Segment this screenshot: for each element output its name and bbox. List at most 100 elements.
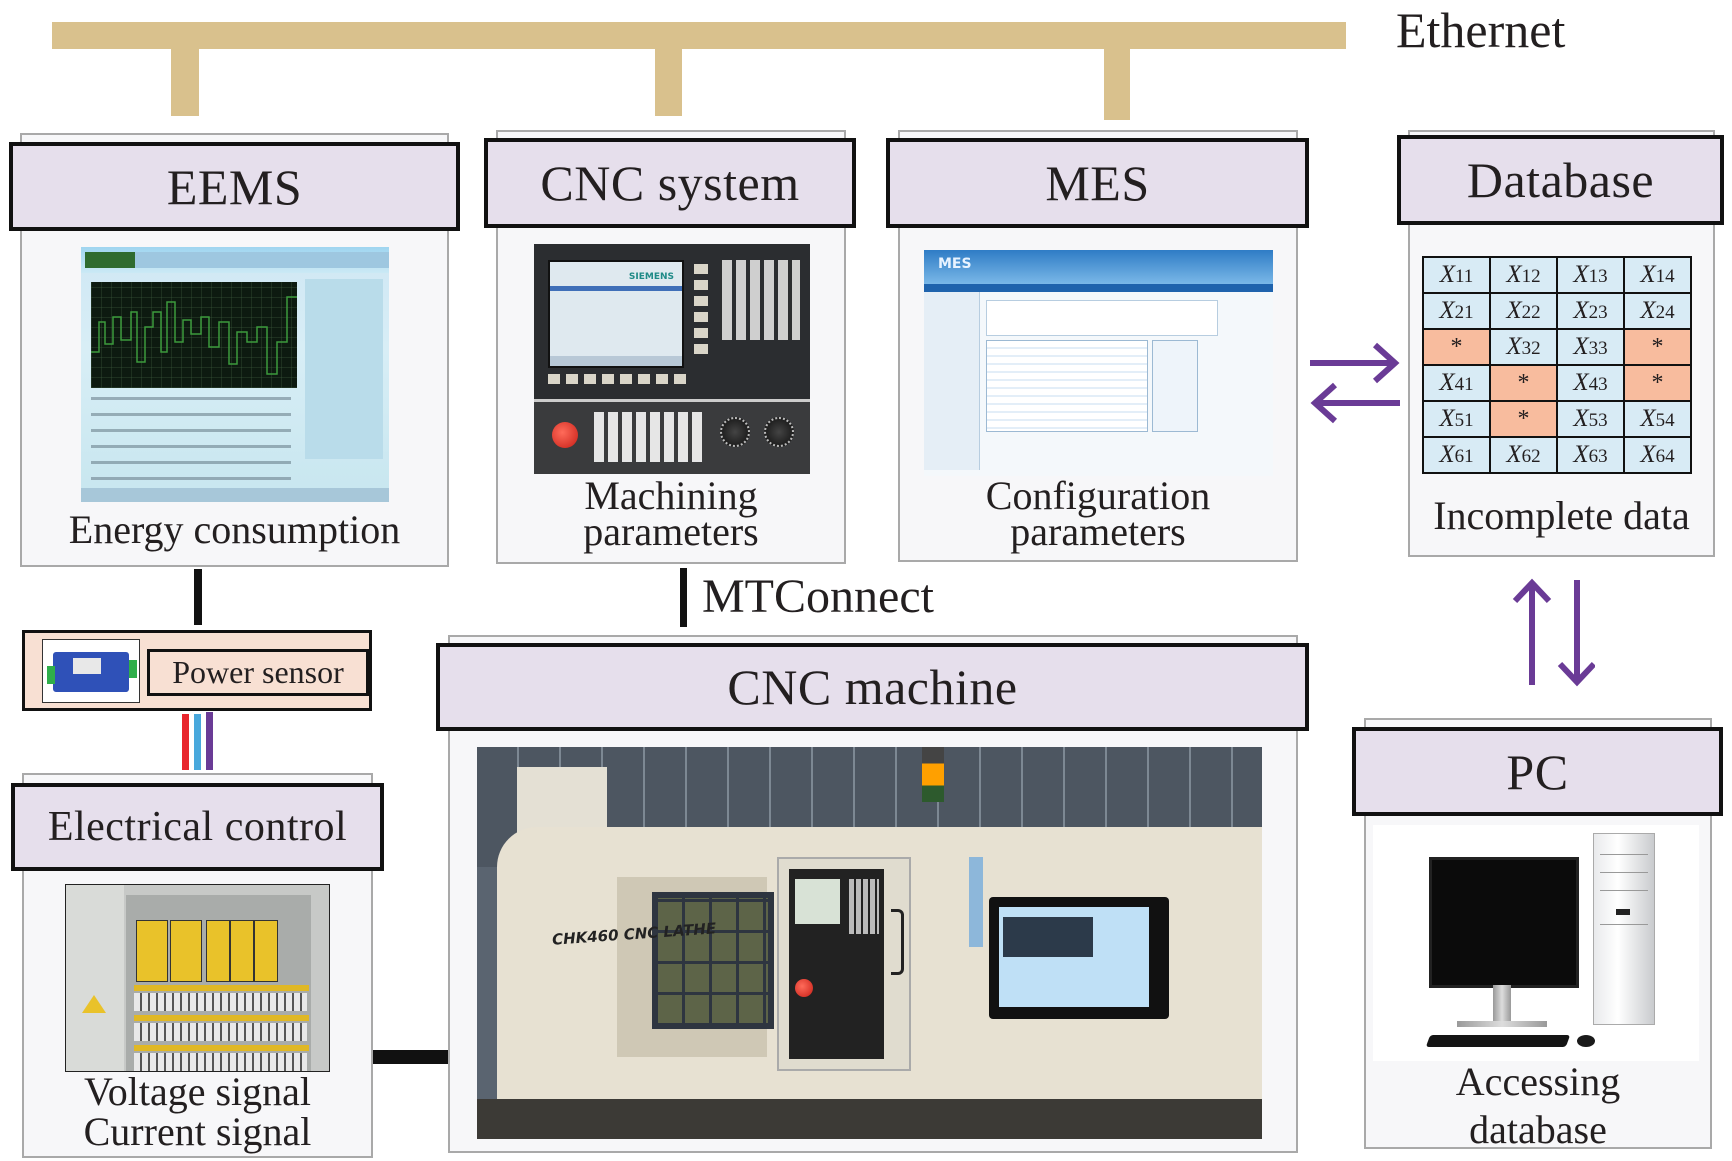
cnc-brand-text: SIEMENS (628, 272, 674, 282)
mes-caption-line-1: Configuration (985, 473, 1211, 518)
pc-header: PC (1352, 727, 1723, 816)
pc-keyboard (1425, 1035, 1571, 1047)
data-cell: X43 (1556, 364, 1625, 402)
ethernet-stem-mes (1104, 48, 1130, 120)
pc-mouse (1577, 1035, 1595, 1047)
data-cell: X23 (1556, 292, 1625, 330)
data-cell: X22 (1489, 292, 1558, 330)
pc-tower (1593, 833, 1655, 1025)
data-cell: X41 (1422, 364, 1491, 402)
data-cell: X53 (1556, 400, 1625, 438)
emergency-stop-icon (552, 422, 578, 448)
missing-data-cell: * (1489, 364, 1558, 402)
data-cell: X21 (1422, 292, 1491, 330)
machine-control-panel (777, 857, 911, 1071)
data-cell: X61 (1422, 436, 1491, 474)
electrical-control-caption-line-2: Current signal (83, 1109, 312, 1154)
cnc-system-header: CNC system (484, 138, 856, 228)
wire-blue (194, 714, 201, 770)
cnc-control-screen: SIEMENS (548, 260, 684, 368)
data-cell: X51 (1422, 400, 1491, 438)
database-caption: Incomplete data (1433, 493, 1690, 538)
eems-screenshot (81, 247, 389, 502)
missing-data-cell: * (1422, 328, 1491, 366)
electrical-cabinet-photo (65, 884, 330, 1072)
power-sensor-device-image (42, 639, 140, 703)
machine-door-window (652, 892, 774, 1029)
data-cell: X64 (1623, 436, 1692, 474)
pc-caption-line-2: database (1469, 1107, 1607, 1152)
electrical-control-header: Electrical control (11, 783, 384, 871)
ethernet-stem-eems (171, 48, 199, 116)
down-arrow-icon (1557, 580, 1595, 687)
eems-tab-bar (81, 247, 389, 273)
eems-header: EEMS (9, 142, 460, 231)
data-cell: X14 (1623, 256, 1692, 294)
bidirectional-arrow-database-pc (1512, 578, 1595, 687)
feed-override-dial-icon (764, 417, 794, 447)
mes-nav-bar (924, 284, 1273, 292)
mes-sidebar (924, 292, 980, 470)
database-header: Database (1397, 135, 1724, 225)
eems-side-panel (305, 279, 383, 459)
mes-banner: MES (924, 250, 1273, 284)
eems-terminal-monitor (989, 897, 1169, 1019)
eems-to-power-sensor-link (194, 569, 202, 625)
mtconnect-label: MTConnect (702, 570, 934, 623)
up-arrow-icon (1512, 578, 1552, 685)
pc-caption: Accessing database (1364, 1058, 1712, 1154)
missing-data-cell: * (1489, 400, 1558, 438)
spindle-override-dial-icon (720, 417, 750, 447)
data-cell: X24 (1623, 292, 1692, 330)
power-sensor-box: Power sensor (22, 630, 372, 711)
cnc-system-caption-line-2: parameters (583, 509, 759, 554)
data-cell: X62 (1489, 436, 1558, 474)
data-cell: X13 (1556, 256, 1625, 294)
mes-header: MES (886, 138, 1309, 228)
eems-caption: Energy consumption (68, 507, 401, 552)
ethernet-label: Ethernet (1396, 2, 1566, 58)
electrical-control-caption-line-1: Voltage signal (83, 1069, 311, 1114)
cnc-lathe-photo: CHK460 CNC LATHE (477, 747, 1262, 1139)
cnc-system-caption-line-1: Machining (584, 473, 758, 518)
mes-detail-panel (1152, 340, 1198, 432)
data-cell: X11 (1422, 256, 1491, 294)
missing-data-cell: * (1623, 364, 1692, 402)
right-arrow-icon (1310, 342, 1400, 384)
electrical-control-caption: Voltage signal Current signal (22, 1072, 373, 1152)
data-cell: X54 (1623, 400, 1692, 438)
data-cell: X33 (1556, 328, 1625, 366)
cnc-machine-control-panel (534, 399, 810, 474)
data-cell: X63 (1556, 436, 1625, 474)
machine-emergency-stop-icon (795, 979, 813, 997)
left-arrow-icon (1310, 382, 1400, 424)
signal-tower-lamp (922, 747, 944, 802)
mtconnect-link (680, 568, 687, 627)
power-sensor-label: Power sensor (147, 649, 369, 696)
mes-caption-line-2: parameters (1010, 509, 1186, 554)
ethernet-stem-cnc-system (655, 48, 682, 116)
mes-filter-form (986, 300, 1218, 336)
mes-screenshot: MES (924, 250, 1273, 476)
table-row: X41*X43* (1422, 364, 1692, 402)
mes-logo: MES (938, 256, 972, 272)
desktop-computer-photo (1373, 825, 1699, 1061)
wire-purple (206, 712, 213, 770)
wire-red (182, 714, 189, 770)
warning-sign-icon (82, 995, 106, 1013)
bidirectional-arrow-mes-database (1310, 342, 1400, 424)
data-cell: X32 (1489, 328, 1558, 366)
mes-data-grid (986, 340, 1148, 432)
cnc-system-screenshot: SIEMENS (534, 244, 810, 474)
eems-status-bar (81, 488, 389, 502)
pc-caption-line-1: Accessing (1455, 1059, 1621, 1104)
eems-power-trace (91, 296, 297, 375)
mes-caption: Configuration parameters (898, 473, 1298, 554)
ethernet-bus (52, 22, 1346, 49)
cnc-machine-header: CNC machine (436, 643, 1309, 731)
